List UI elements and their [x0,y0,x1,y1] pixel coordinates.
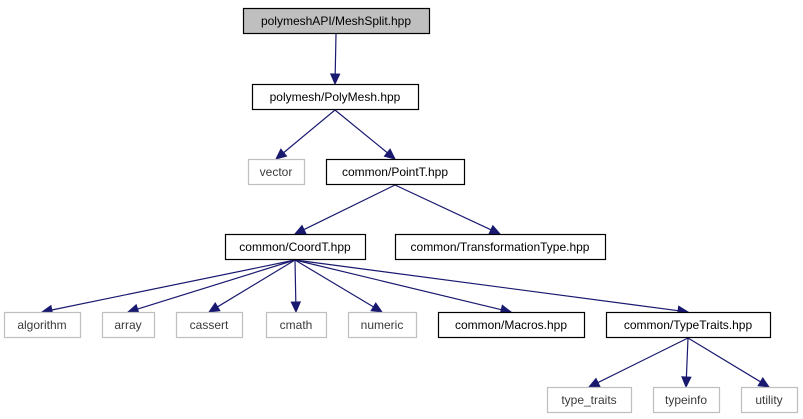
node-utility: utility [740,386,799,414]
node-type-traits-hpp[interactable]: common/TypeTraits.hpp [605,311,772,339]
arrowhead-icon [488,224,502,235]
node-box [546,386,633,414]
node-box [605,311,772,339]
edge-poly-mesh-to-point-t [334,109,396,160]
edge-point-t-to-transformation-type [394,184,502,235]
node-box [242,7,431,35]
node-label: common/PointT.hpp [342,165,448,179]
node-box [325,158,466,186]
edge-line [283,109,336,154]
node-label: cassert [190,318,229,332]
node-poly-mesh[interactable]: polymesh/PolyMesh.hpp [251,83,420,111]
edge-point-t-to-coord-t [293,184,396,235]
node-label: utility [755,393,782,407]
edge-line [303,184,396,231]
node-box [394,233,607,261]
edge-line [294,259,297,303]
edge-type-traits-hpp-to-typeinfo [681,337,692,389]
arrowhead-icon [207,302,221,313]
node-label: vector [260,165,293,179]
node-box [437,311,586,339]
arrowhead-icon [329,73,341,86]
edge-line [294,259,679,312]
node-label: typeinfo [665,393,707,407]
node-numeric: numeric [347,311,418,339]
node-mesh-split[interactable]: polymeshAPI/MeshSplit.hpp [242,7,431,35]
node-label: polymeshAPI/MeshSplit.hpp [261,14,411,28]
edge-coord-t-to-cassert [207,259,296,313]
node-cassert: cassert [175,311,244,339]
node-label: common/CoordT.hpp [239,240,351,254]
node-box [265,311,328,339]
edges-layer [40,33,771,389]
edge-line [217,259,296,308]
node-point-t[interactable]: common/PointT.hpp [325,158,466,186]
node-label: algorithm [17,318,66,332]
arrowhead-icon [383,148,396,160]
node-macros[interactable]: common/Macros.hpp [437,311,586,339]
node-box [251,83,420,111]
node-algorithm: algorithm [3,311,82,339]
node-box [347,311,418,339]
node-box [740,386,799,414]
node-label: array [114,318,141,332]
node-box [101,311,156,339]
node-label: type_traits [561,393,616,407]
arrowhead-icon [370,302,384,313]
arrowhead-icon [275,148,288,160]
arrowhead-icon [587,377,601,388]
node-label: common/TransformationType.hpp [411,240,590,254]
edge-mesh-split-to-poly-mesh [329,33,341,86]
node-box [652,386,721,414]
edge-line [597,337,689,384]
arrowhead-icon [293,224,307,235]
edge-line [685,337,689,378]
node-typeinfo: typeinfo [652,386,721,414]
edge-line [334,109,388,154]
edge-line [137,259,296,310]
node-label: numeric [361,318,404,332]
node-label: cmath [280,318,313,332]
node-box [3,311,82,339]
node-label: polymesh/PolyMesh.hpp [270,90,401,104]
edge-coord-t-to-array [126,259,296,314]
node-box [224,233,367,261]
edge-line [687,337,761,383]
arrowhead-icon [757,377,771,388]
edge-line [294,259,374,308]
arrowhead-icon [681,376,692,389]
node-label: common/TypeTraits.hpp [624,318,753,332]
node-box [175,311,244,339]
node-transformation-type[interactable]: common/TransformationType.hpp [394,233,607,261]
nodes-layer: polymeshAPI/MeshSplit.hpp polymesh/PolyMe… [3,7,799,414]
edge-line [334,33,337,75]
edge-coord-t-to-algorithm [40,259,296,316]
edge-line [294,259,502,311]
node-array: array [101,311,156,339]
node-vector: vector [247,158,306,186]
node-coord-t[interactable]: common/CoordT.hpp [224,233,367,261]
edge-coord-t-to-macros [294,259,513,315]
edge-coord-t-to-cmath [290,259,302,314]
edge-type-traits-hpp-to-type-traits [587,337,689,388]
arrowhead-icon [290,301,302,314]
edge-line [51,259,296,311]
edge-type-traits-hpp-to-utility [687,337,771,388]
node-box [247,158,306,186]
node-type-traits: type_traits [546,386,633,414]
edge-poly-mesh-to-vector [275,109,336,160]
node-cmath: cmath [265,311,328,339]
edge-line [394,184,492,231]
node-label: common/Macros.hpp [455,318,567,332]
edge-coord-t-to-numeric [294,259,384,313]
